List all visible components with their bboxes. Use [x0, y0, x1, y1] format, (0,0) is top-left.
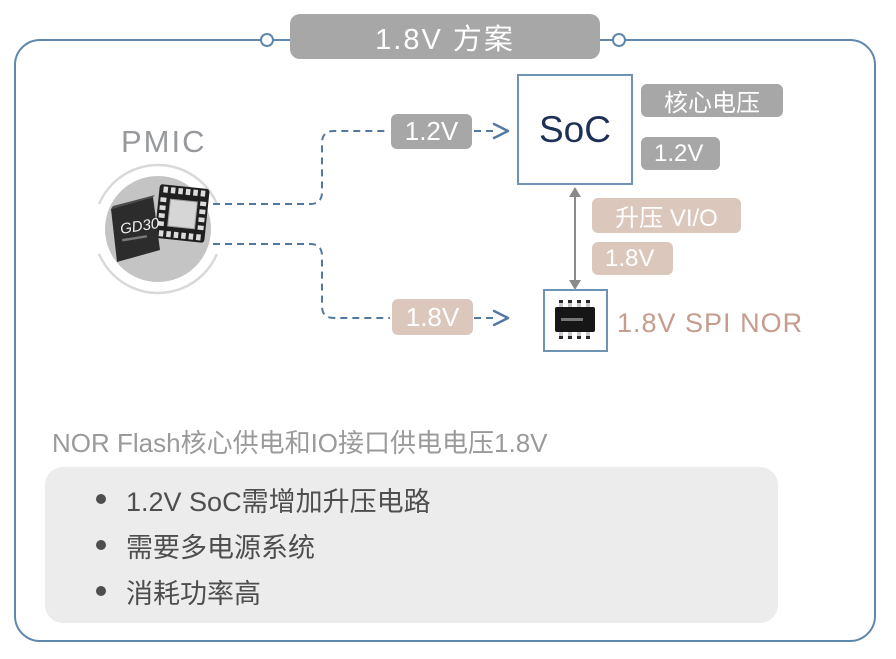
title-connector-left-icon [260, 33, 274, 47]
gd30-package-icon: GD30 [111, 195, 161, 262]
bullet-dot-icon [96, 540, 106, 550]
pmic-label: PMIC [121, 124, 207, 159]
note-text: 消耗功率高 [126, 578, 261, 609]
bullet-dot-icon [96, 586, 106, 596]
bullet-dot-icon [96, 494, 106, 504]
soc-label: SoC [539, 108, 611, 150]
notes-list: 1.2V SoC需增加升压电路 需要多电源系统 消耗功率高 [96, 476, 431, 614]
notes-panel [45, 467, 778, 623]
nor-chip-icon [555, 300, 595, 339]
note-text: 1.2V SoC需增加升压电路 [126, 486, 431, 517]
note-text: 需要多电源系统 [126, 532, 315, 563]
qfn-package-icon [154, 184, 210, 243]
nor-caption: 1.8V SPI NOR [617, 308, 804, 338]
title-connector-right-icon [612, 33, 626, 47]
diagram-title: 1.8V 方案 [290, 14, 600, 59]
core-voltage-tag-badge: 核心电压 [641, 84, 783, 117]
pmic-chip-icon: GD30 [92, 163, 224, 295]
nor-box [543, 289, 608, 352]
io-boost-value-badge: 1.8V [592, 242, 673, 275]
list-item: 需要多电源系统 [96, 522, 431, 568]
flow-voltage-badge-nor: 1.8V [392, 299, 473, 335]
pmic-chip-marking: GD30 [119, 215, 161, 238]
core-voltage-value-badge: 1.2V [641, 137, 720, 170]
flow-voltage-badge-soc: 1.2V [391, 114, 472, 149]
list-item: 1.2V SoC需增加升压电路 [96, 476, 431, 522]
io-boost-tag-badge: 升压 VI/O [592, 198, 741, 233]
description-text: NOR Flash核心供电和IO接口供电电压1.8V [52, 428, 548, 458]
list-item: 消耗功率高 [96, 568, 431, 614]
soc-box: SoC [517, 74, 633, 185]
